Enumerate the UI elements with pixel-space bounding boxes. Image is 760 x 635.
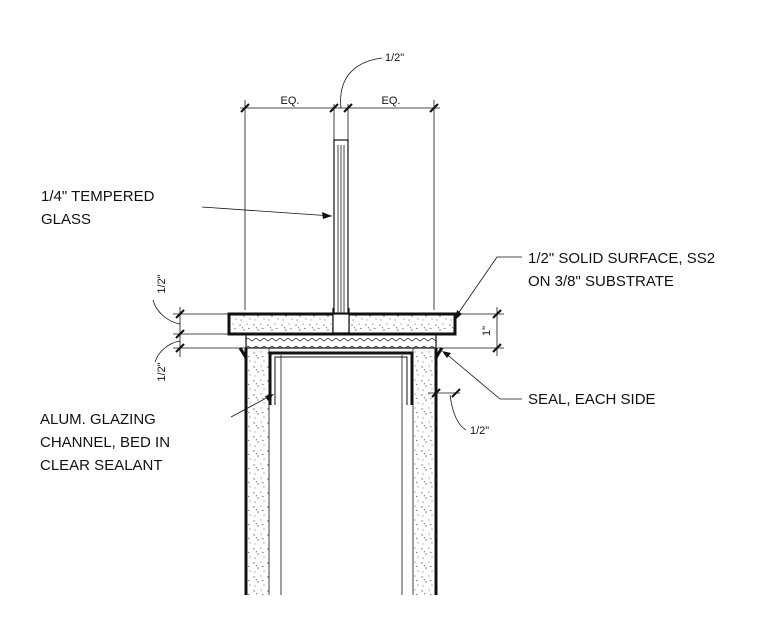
glazing-channel <box>268 351 414 405</box>
callout-glass-line-2: GLASS <box>41 211 91 228</box>
top-dimension-string: EQ. EQ. 1/2" <box>240 52 440 310</box>
left-dimension-string: 1/2" 1/2" <box>152 274 246 382</box>
callout-solid-surface-line-2: ON 3/8" SUBSTRATE <box>528 273 674 290</box>
callout-seal-line-1: SEAL, EACH SIDE <box>528 391 656 408</box>
dim-right-height: 1" <box>481 326 493 336</box>
dim-eq-left: EQ. <box>281 95 300 107</box>
callout-seal: SEAL, EACH SIDE <box>528 391 656 408</box>
dim-top-gap: 1/2" <box>385 52 404 64</box>
leader-lines <box>201 206 522 418</box>
substrate-layer <box>245 333 437 349</box>
callout-solid-surface: 1/2" SOLID SURFACE, SS2 ON 3/8" SUBSTRAT… <box>528 250 715 290</box>
callout-channel-line-1: ALUM. GLAZING <box>40 411 156 428</box>
right-gap-dimension: 1/2" <box>428 388 489 437</box>
callout-solid-surface-line-1: 1/2" SOLID SURFACE, SS2 <box>528 250 715 267</box>
callout-glass-line-1: 1/4" TEMPERED <box>41 188 155 205</box>
callout-channel: ALUM. GLAZING CHANNEL, BED IN CLEAR SEAL… <box>40 411 170 474</box>
support-wall <box>244 348 438 595</box>
callout-glass: 1/4" TEMPERED GLASS <box>41 188 155 228</box>
dim-left-lower: 1/2" <box>156 362 168 381</box>
dim-left-upper: 1/2" <box>156 274 168 293</box>
dim-eq-right: EQ. <box>382 95 401 107</box>
dim-right-gap: 1/2" <box>470 425 489 437</box>
glass-panel <box>332 139 350 334</box>
callout-channel-line-3: CLEAR SEALANT <box>40 457 163 474</box>
right-dimension-string: 1" <box>436 307 504 356</box>
solid-surface-cap <box>227 312 457 336</box>
seal-beads <box>238 347 444 359</box>
callout-channel-line-2: CHANNEL, BED IN <box>40 434 170 451</box>
